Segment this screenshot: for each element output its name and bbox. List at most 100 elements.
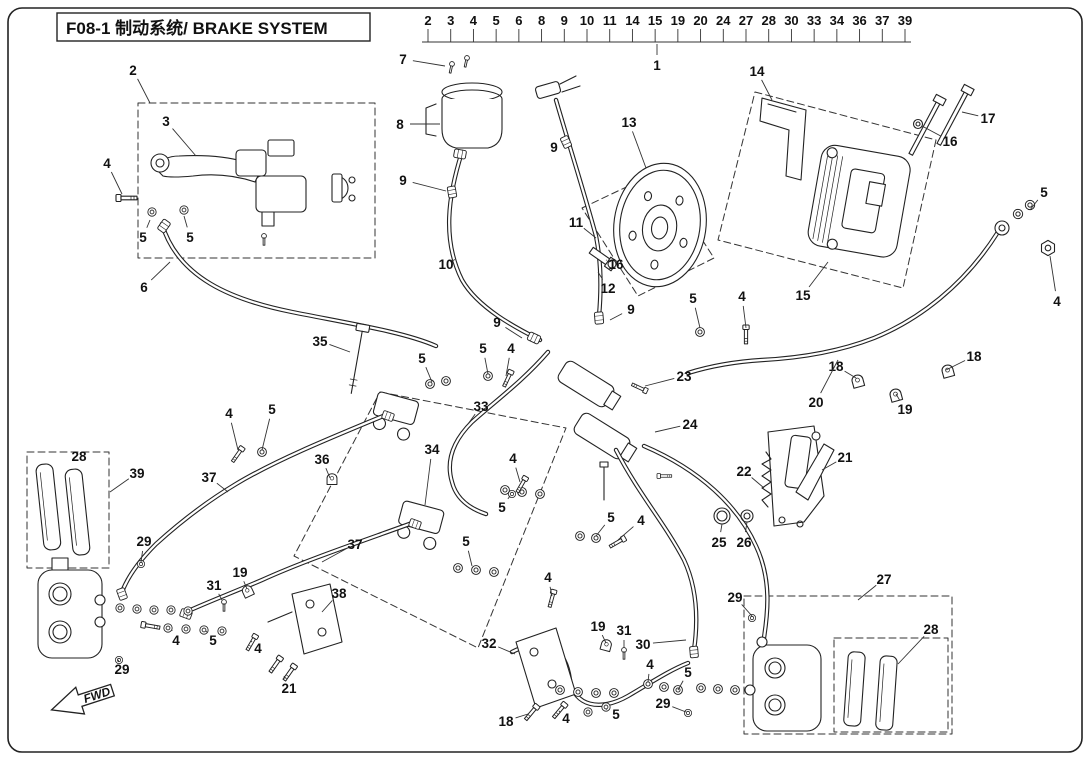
banjo-fitting: [756, 636, 768, 648]
washer: [115, 603, 125, 613]
part-callout: 4: [1053, 294, 1061, 309]
hose-fitting: [593, 311, 605, 325]
hose-fitting: [689, 645, 699, 659]
callout-leader: [117, 659, 120, 663]
index-number: 5: [493, 13, 500, 28]
callout-leader: [558, 710, 561, 713]
bleed-fitting: [51, 557, 69, 571]
part-callout: 30: [635, 637, 650, 652]
pedal-arm: [795, 443, 835, 501]
callout-leader: [218, 593, 223, 601]
part-callout: 5: [1040, 185, 1048, 200]
callout-leader: [742, 305, 747, 329]
part-callout: 5: [612, 707, 620, 722]
part-callout: 3: [162, 114, 170, 129]
washer: [181, 624, 191, 634]
callout-leader: [808, 261, 829, 288]
callout-leader: [449, 259, 456, 263]
part-callout: 37: [347, 537, 362, 552]
part-callout: 4: [103, 156, 111, 171]
part-callout: 4: [509, 451, 517, 466]
lever-assembly-dashed-box: [137, 102, 376, 259]
part-callout: 5: [186, 230, 194, 245]
connector-wires: [559, 75, 581, 93]
part-callout: 19: [590, 619, 605, 634]
part-callout: 29: [136, 534, 151, 549]
part-callout: 36: [314, 452, 330, 467]
part-callout: 9: [493, 315, 501, 330]
part-callout: 7: [399, 52, 407, 67]
return-spring: [761, 451, 772, 508]
callout-leader: [498, 646, 516, 655]
callout-leader: [505, 357, 510, 377]
part-callout: 25: [711, 535, 727, 550]
hose-fitting: [452, 148, 468, 160]
index-number: 14: [625, 13, 640, 28]
part-callout: 5: [209, 633, 217, 648]
index-number: 19: [671, 13, 685, 28]
index-number: 39: [898, 13, 912, 28]
callout-leader: [140, 550, 144, 563]
callout-leader: [921, 125, 942, 137]
index-number: 2: [424, 13, 431, 28]
part-callout: 9: [627, 302, 635, 317]
brake-pad: [64, 468, 91, 556]
callout-leader: [820, 359, 839, 394]
part-callout: 24: [682, 417, 698, 432]
part-callout: 18: [498, 714, 514, 729]
hose-connector: [534, 81, 562, 99]
rear-caliper-dashed-box: [717, 91, 937, 289]
callout-leader: [205, 630, 208, 633]
title-box: F08-1 制动系统/ BRAKE SYSTEM: [56, 12, 371, 42]
part-callout: 1: [653, 58, 661, 73]
rear-brake-hose: [688, 199, 1056, 403]
washer: [573, 687, 583, 697]
part-callout: 19: [897, 402, 912, 417]
piston: [48, 582, 72, 606]
part-callout: 26: [736, 535, 752, 550]
part-callout: 17: [980, 111, 995, 126]
disc-bolt-hole: [628, 230, 637, 241]
left-front-caliper-assembly: [35, 463, 343, 683]
washer: [591, 688, 601, 698]
index-number: 24: [716, 13, 731, 28]
part-callout: 5: [498, 500, 506, 515]
callout-leader: [677, 680, 684, 691]
caliper-body: [807, 144, 911, 258]
part-callout: 11: [569, 215, 584, 230]
part-callout: 34: [424, 442, 440, 457]
part-callout: 18: [966, 349, 982, 364]
lever-bracket: [235, 149, 267, 177]
callout-leader: [961, 111, 979, 117]
part-callout: 15: [795, 288, 811, 303]
part-callout: 8: [396, 117, 404, 132]
part-callout: 31: [616, 623, 632, 638]
washer: [659, 682, 669, 692]
callout-leader: [505, 327, 523, 339]
callout-leader: [412, 60, 446, 67]
piston: [48, 620, 72, 644]
piston: [764, 657, 786, 679]
washer: [683, 708, 693, 718]
bolt-washer: [912, 118, 924, 130]
part-callout: 4: [172, 633, 180, 648]
banjo-fitting: [994, 220, 1010, 236]
washer: [471, 565, 481, 575]
callout-leader: [507, 495, 511, 500]
callout-leader: [632, 131, 647, 169]
callout-leader: [325, 468, 331, 479]
part-callout: 37: [201, 470, 216, 485]
washer: [489, 567, 499, 577]
washer: [147, 207, 157, 217]
washer: [163, 623, 173, 633]
index-number: 4: [470, 13, 478, 28]
callout-leader: [595, 524, 606, 537]
rear-master-pedal-assembly: [713, 425, 835, 528]
part-callout: 28: [71, 449, 87, 464]
part-callout: 12: [600, 281, 615, 296]
callout-leader: [601, 634, 607, 644]
callout-leader: [895, 393, 901, 401]
part-callout: 6: [140, 280, 148, 295]
